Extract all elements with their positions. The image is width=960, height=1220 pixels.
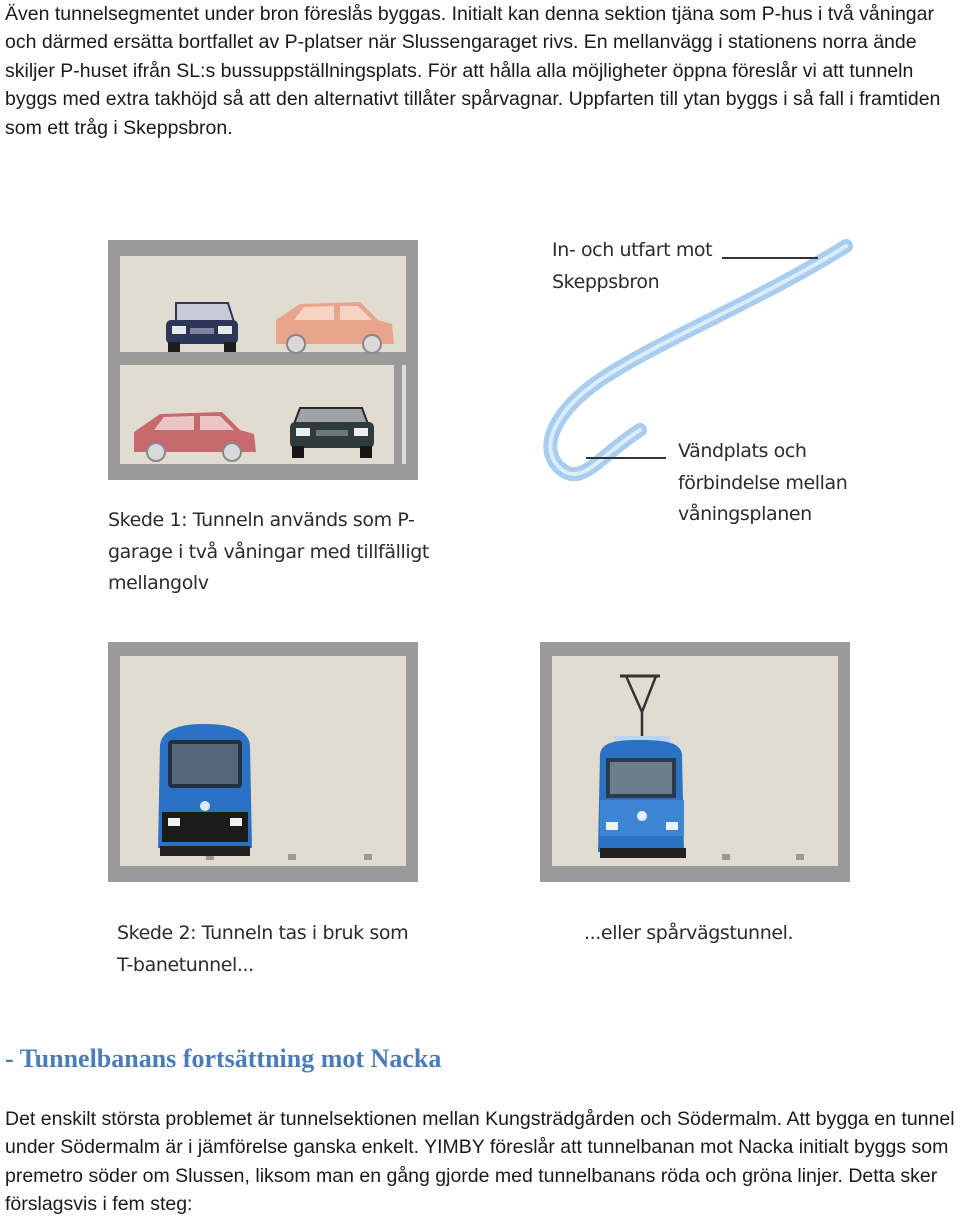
- metro-train-icon: [158, 724, 252, 856]
- temporary-floor: [120, 352, 406, 365]
- car-salmon-side-icon: [276, 302, 394, 354]
- floor-support: [394, 365, 402, 464]
- stage2-caption: Skede 2: Tunneln tas i bruk som T-banetu…: [117, 922, 409, 976]
- tram-caption: ...eller spårvägstunnel.: [584, 922, 794, 944]
- tram-tunnel-section: [540, 642, 850, 882]
- ramp-entry-label: In- och utfart mot Skeppsbron: [552, 239, 713, 293]
- tram-icon: [598, 674, 686, 858]
- car-red-side-icon: [134, 412, 256, 462]
- car-navy-front-icon: [166, 302, 238, 352]
- nacka-paragraph: Det enskilt största problemet är tunnels…: [5, 1108, 955, 1216]
- intro-paragraph: Även tunnelsegmentet under bron föreslås…: [5, 3, 941, 139]
- stage1-caption: Skede 1: Tunneln används som P-garage i …: [108, 509, 429, 594]
- turning-area-label: Vändplats och förbindelse mellan vånings…: [678, 440, 848, 525]
- car-dark-front-icon: [290, 407, 374, 458]
- ramp-centerline: [548, 244, 848, 477]
- tram-interior: [552, 656, 838, 866]
- ramp-diagram: [543, 239, 853, 482]
- metro-tunnel-section: [108, 642, 418, 882]
- section-heading: - Tunnelbanans fortsättning mot Nacka: [5, 1044, 442, 1073]
